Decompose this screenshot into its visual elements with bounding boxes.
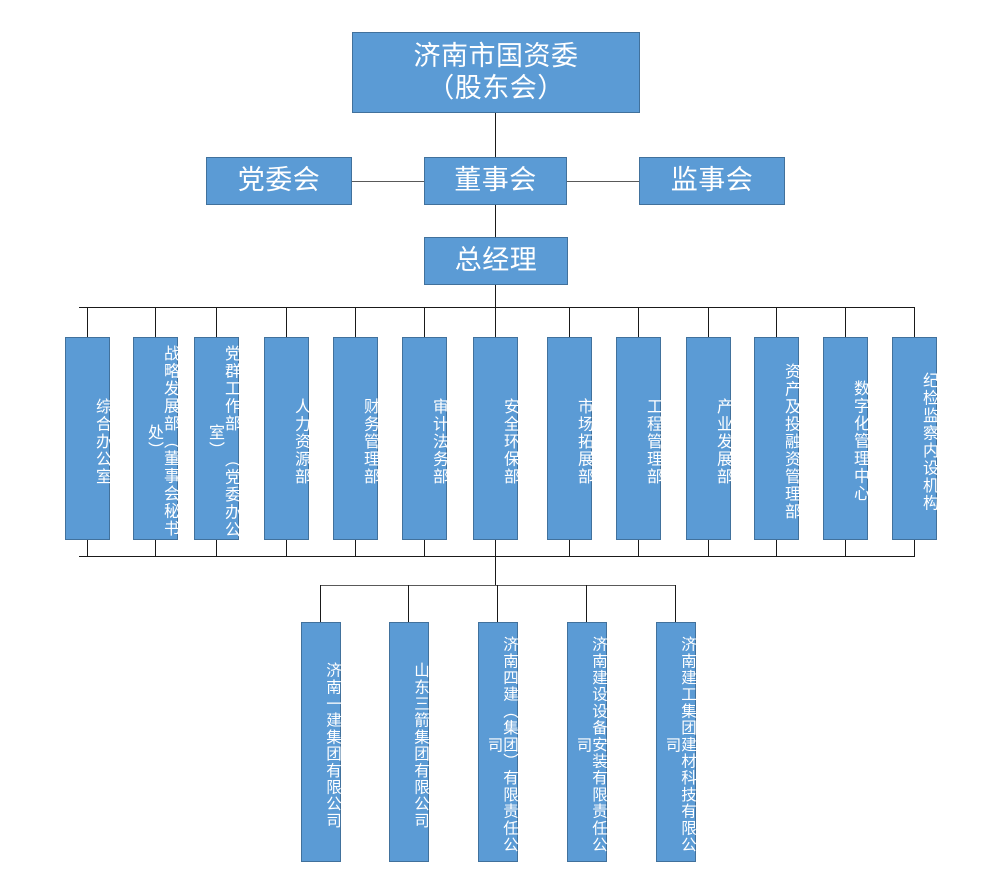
connector-department-foot-9 <box>708 540 709 557</box>
node-department-6[interactable]: 安全环保部 <box>473 337 518 540</box>
connector-department-foot-7 <box>569 540 570 557</box>
connector-board-to-gm <box>495 204 496 237</box>
node-subsidiary-2[interactable]: 济南四建（集团）有限责任公司 <box>478 622 518 862</box>
connector-subsidiary-stem-0 <box>320 585 321 622</box>
connector-department-foot-12 <box>914 540 915 557</box>
node-subsidiary-0[interactable]: 济南一建集团有限公司 <box>301 622 341 862</box>
node-general-manager[interactable]: 总经理 <box>424 237 568 285</box>
connector-department-stem-3 <box>286 307 287 337</box>
node-department-8[interactable]: 工程管理部 <box>616 337 661 540</box>
connector-department-foot-5 <box>424 540 425 557</box>
connector-department-stem-9 <box>708 307 709 337</box>
connector-department-stem-11 <box>845 307 846 337</box>
connector-department-stem-8 <box>638 307 639 337</box>
connector-subsidiary-stem-2 <box>497 585 498 622</box>
connector-department-foot-11 <box>845 540 846 557</box>
node-board-of-directors[interactable]: 董事会 <box>424 157 567 205</box>
node-department-10[interactable]: 资产及投融资管理部 <box>754 337 799 540</box>
node-department-12[interactable]: 纪检监察内设机构 <box>892 337 937 540</box>
node-subsidiary-3[interactable]: 济南建设设备安装有限责任公司 <box>567 622 607 862</box>
node-department-0[interactable]: 综合办公室 <box>65 337 110 540</box>
connector-department-stem-7 <box>569 307 570 337</box>
connector-department-stem-4 <box>355 307 356 337</box>
node-department-7[interactable]: 市场拓展部 <box>547 337 592 540</box>
node-department-1[interactable]: 战略发展部（董事会秘书处） <box>133 337 178 540</box>
connector-party-to-board <box>351 181 425 182</box>
connector-department-bus-bottom <box>79 556 914 557</box>
connector-department-stem-6 <box>495 307 496 337</box>
connector-department-foot-8 <box>638 540 639 557</box>
connector-department-foot-4 <box>355 540 356 557</box>
connector-department-foot-1 <box>155 540 156 557</box>
node-subsidiary-4[interactable]: 济南建工集团建材科技有限公司 <box>656 622 696 862</box>
connector-subsidiary-stem-3 <box>586 585 587 622</box>
connector-department-stem-10 <box>776 307 777 337</box>
connector-subsidiary-stem-4 <box>675 585 676 622</box>
connector-department-stem-0 <box>87 307 88 337</box>
connector-owner-to-board <box>495 112 496 157</box>
connector-department-stem-5 <box>424 307 425 337</box>
connector-subsidiary-stem-1 <box>408 585 409 622</box>
node-owner-sasac[interactable]: 济南市国资委 （股东会） <box>352 32 640 113</box>
connector-department-stem-12 <box>914 307 915 337</box>
connector-department-to-subsidiary-bus <box>495 556 496 585</box>
connector-department-foot-10 <box>776 540 777 557</box>
node-owner-sasac-label: 济南市国资委 （股东会） <box>413 40 579 103</box>
node-department-2[interactable]: 党群工作部 （党委办公室） <box>194 337 239 540</box>
connector-subsidiary-bus <box>320 585 676 586</box>
node-department-9[interactable]: 产业发展部 <box>686 337 731 540</box>
node-department-11[interactable]: 数字化管理中心 <box>823 337 868 540</box>
node-department-3[interactable]: 人力资源部 <box>264 337 309 540</box>
node-party-committee[interactable]: 党委会 <box>206 157 352 205</box>
connector-board-to-supervisory <box>566 181 639 182</box>
connector-department-foot-0 <box>87 540 88 557</box>
connector-department-stem-2 <box>216 307 217 337</box>
connector-department-foot-3 <box>286 540 287 557</box>
connector-department-bus-top <box>79 307 914 308</box>
connector-gm-to-department-bus <box>495 284 496 307</box>
connector-department-foot-6 <box>495 540 496 557</box>
node-department-4[interactable]: 财务管理部 <box>333 337 378 540</box>
node-department-5[interactable]: 审计法务部 <box>402 337 447 540</box>
connector-department-foot-2 <box>216 540 217 557</box>
connector-department-stem-1 <box>155 307 156 337</box>
node-subsidiary-1[interactable]: 山东三箭集团有限公司 <box>389 622 429 862</box>
node-supervisory-board[interactable]: 监事会 <box>639 157 785 205</box>
